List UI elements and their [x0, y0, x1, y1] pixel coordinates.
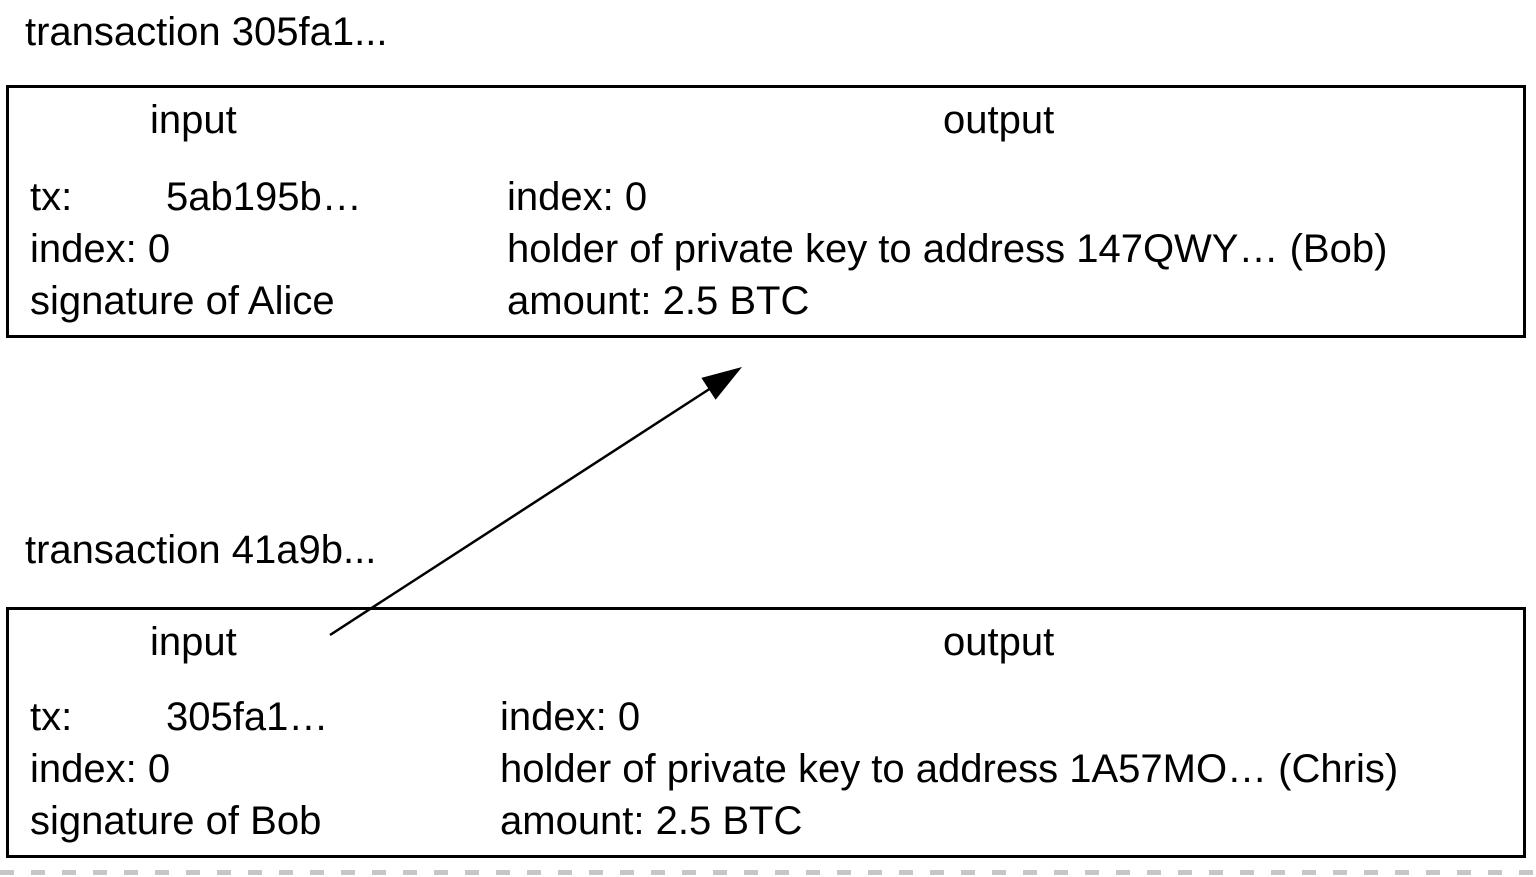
- input-index: index: 0: [30, 227, 171, 271]
- tx-label: tx:: [30, 175, 73, 219]
- output-column: index: 0 holder of private key to addres…: [507, 171, 1387, 327]
- output-column: index: 0 holder of private key to addres…: [500, 691, 1398, 847]
- output-amount: amount: 2.5 BTC: [500, 799, 803, 843]
- input-column: tx: 5ab195b… index: 0 signature of Alice: [30, 171, 362, 327]
- tx-value: 5ab195b…: [166, 175, 362, 219]
- transaction-title-305fa1: transaction 305fa1...: [25, 10, 388, 54]
- transaction-box-41a9b: input output tx: 305fa1… index: 0 signat…: [6, 607, 1526, 858]
- input-tx-row: tx: 5ab195b…: [30, 171, 362, 223]
- input-tx-row: tx: 305fa1…: [30, 691, 328, 743]
- output-index: index: 0: [507, 175, 648, 219]
- input-column: tx: 305fa1… index: 0 signature of Bob: [30, 691, 328, 847]
- input-header: input: [150, 620, 237, 664]
- input-header: input: [150, 98, 237, 142]
- output-header: output: [943, 620, 1055, 664]
- output-holder: holder of private key to address 147QWY……: [507, 227, 1388, 271]
- tx-value: 305fa1…: [166, 695, 329, 739]
- transaction-box-305fa1: input output tx: 5ab195b… index: 0 signa…: [6, 85, 1526, 338]
- transaction-title-41a9b: transaction 41a9b...: [25, 528, 377, 572]
- tx-label: tx:: [30, 695, 73, 739]
- bottom-edge-artifact: [0, 870, 1536, 875]
- input-signature: signature of Alice: [30, 279, 335, 323]
- arrow-head-icon: [701, 367, 742, 400]
- output-index: index: 0: [500, 695, 641, 739]
- arrow-line: [329, 386, 712, 637]
- output-header: output: [943, 98, 1055, 142]
- output-holder: holder of private key to address 1A57MO……: [500, 747, 1399, 791]
- input-signature: signature of Bob: [30, 799, 322, 843]
- input-index: index: 0: [30, 747, 171, 791]
- output-amount: amount: 2.5 BTC: [507, 279, 810, 323]
